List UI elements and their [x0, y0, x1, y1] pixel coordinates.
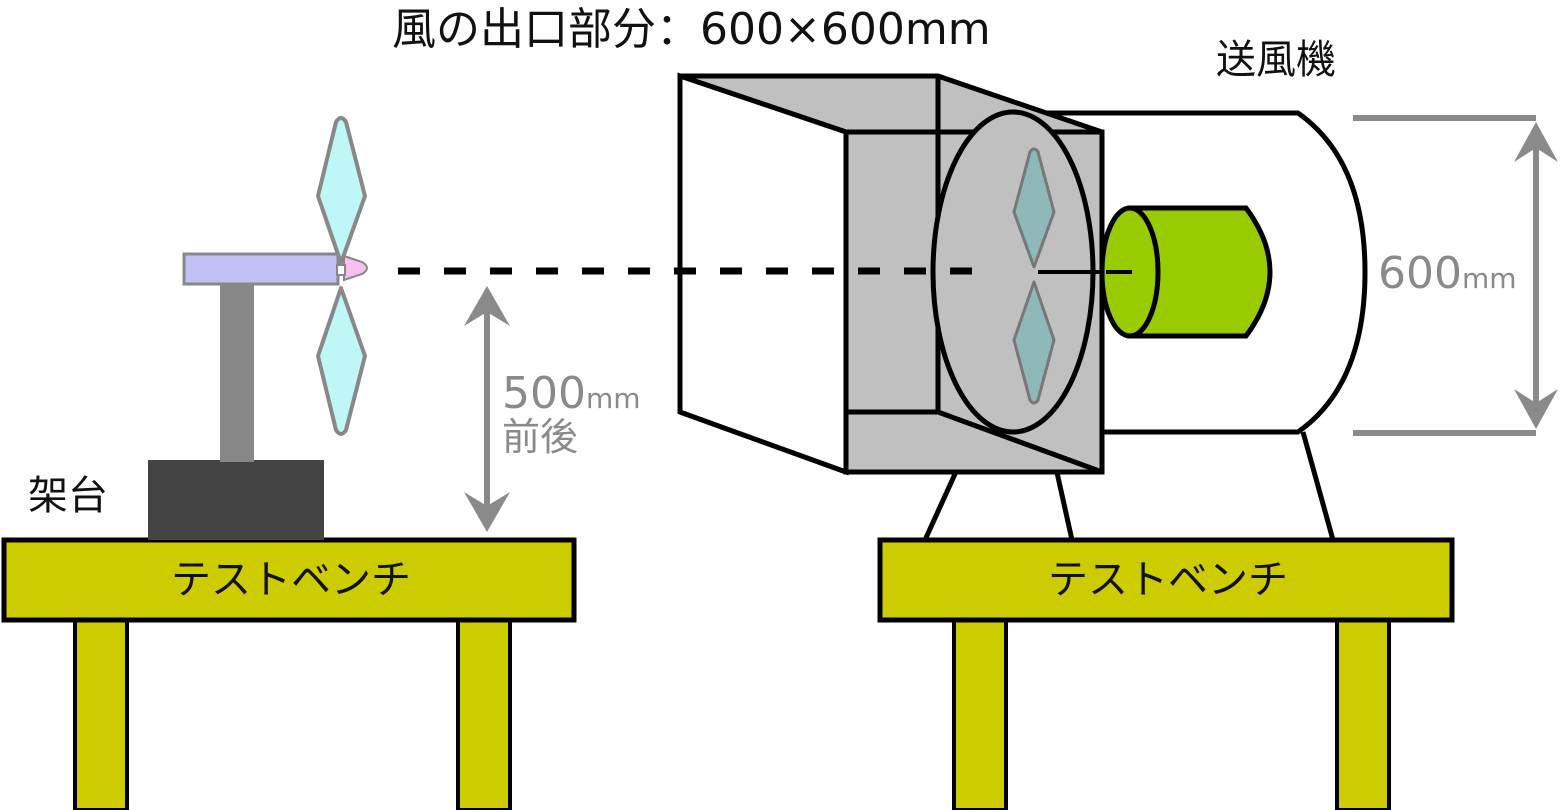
- right-test-bench: [877, 428, 1455, 810]
- height-unit: mm: [585, 382, 641, 415]
- bench-left-label: テストベンチ: [171, 557, 411, 603]
- height-dimension-label: 500mm 前後: [502, 372, 641, 459]
- turbine-pole: [220, 282, 254, 462]
- diagram-title: 風の出口部分：600×600mm: [392, 4, 991, 55]
- stand-block: [148, 460, 324, 540]
- height-qualifier: 前後: [502, 415, 579, 459]
- bench-right-label: テストベンチ: [1048, 557, 1288, 603]
- wind-turbine: [182, 116, 368, 436]
- blower-fan: [930, 109, 1132, 435]
- diameter-dimension-label: 600mm: [1378, 252, 1517, 296]
- diameter-unit: mm: [1461, 262, 1517, 295]
- height-value: 500: [502, 368, 586, 419]
- blower-motor: [1099, 205, 1273, 339]
- fan-label: 送風機: [1216, 37, 1336, 83]
- diameter-value: 600: [1378, 248, 1462, 299]
- height-dimension-arrow: [464, 286, 510, 532]
- left-test-bench: [1, 537, 577, 810]
- stand-label: 架台: [28, 473, 108, 519]
- diameter-dimension-arrow: [1353, 115, 1558, 436]
